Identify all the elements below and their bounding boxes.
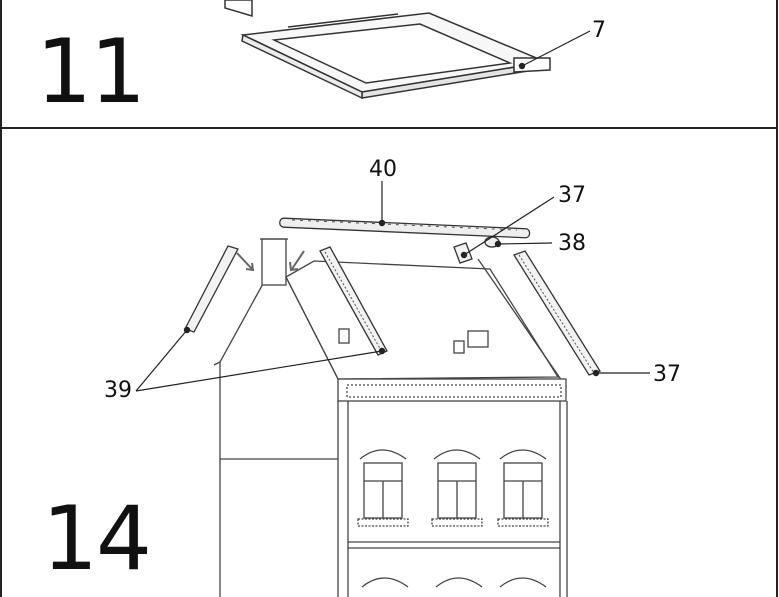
step-14-illustration — [135, 181, 650, 597]
leader-dot-7 — [518, 62, 526, 70]
step-11-illustration — [224, 0, 591, 100]
callout-label-7: 7 — [592, 18, 606, 43]
main-roof — [285, 260, 560, 380]
step-number: 11 — [36, 20, 146, 123]
callout-label-37-top: 37 — [558, 183, 586, 208]
roof-edge-board-39 — [319, 246, 388, 356]
chimney — [261, 238, 287, 286]
leader-line-7 — [521, 30, 591, 67]
leader-lines — [135, 181, 650, 392]
placement-arrows — [236, 250, 305, 272]
step-number: 14 — [42, 487, 152, 590]
frame-part-7 — [240, 12, 551, 100]
callout-label-39: 39 — [104, 378, 132, 403]
facade-windows — [357, 449, 549, 588]
wall-fragment — [224, 0, 253, 18]
callout-label-40: 40 — [369, 157, 397, 182]
gable-board-39 — [184, 245, 239, 333]
roof-board-37 — [513, 250, 601, 376]
step-11-panel: 11 7 — [0, 0, 778, 129]
step-14-panel: 40 37 38 39 37 14 — [0, 129, 778, 597]
callout-label-38: 38 — [558, 231, 586, 256]
leader-dots — [183, 219, 600, 377]
callout-label-37-right: 37 — [653, 362, 681, 387]
ridge-part-40 — [279, 217, 531, 239]
house-outline — [213, 238, 568, 597]
